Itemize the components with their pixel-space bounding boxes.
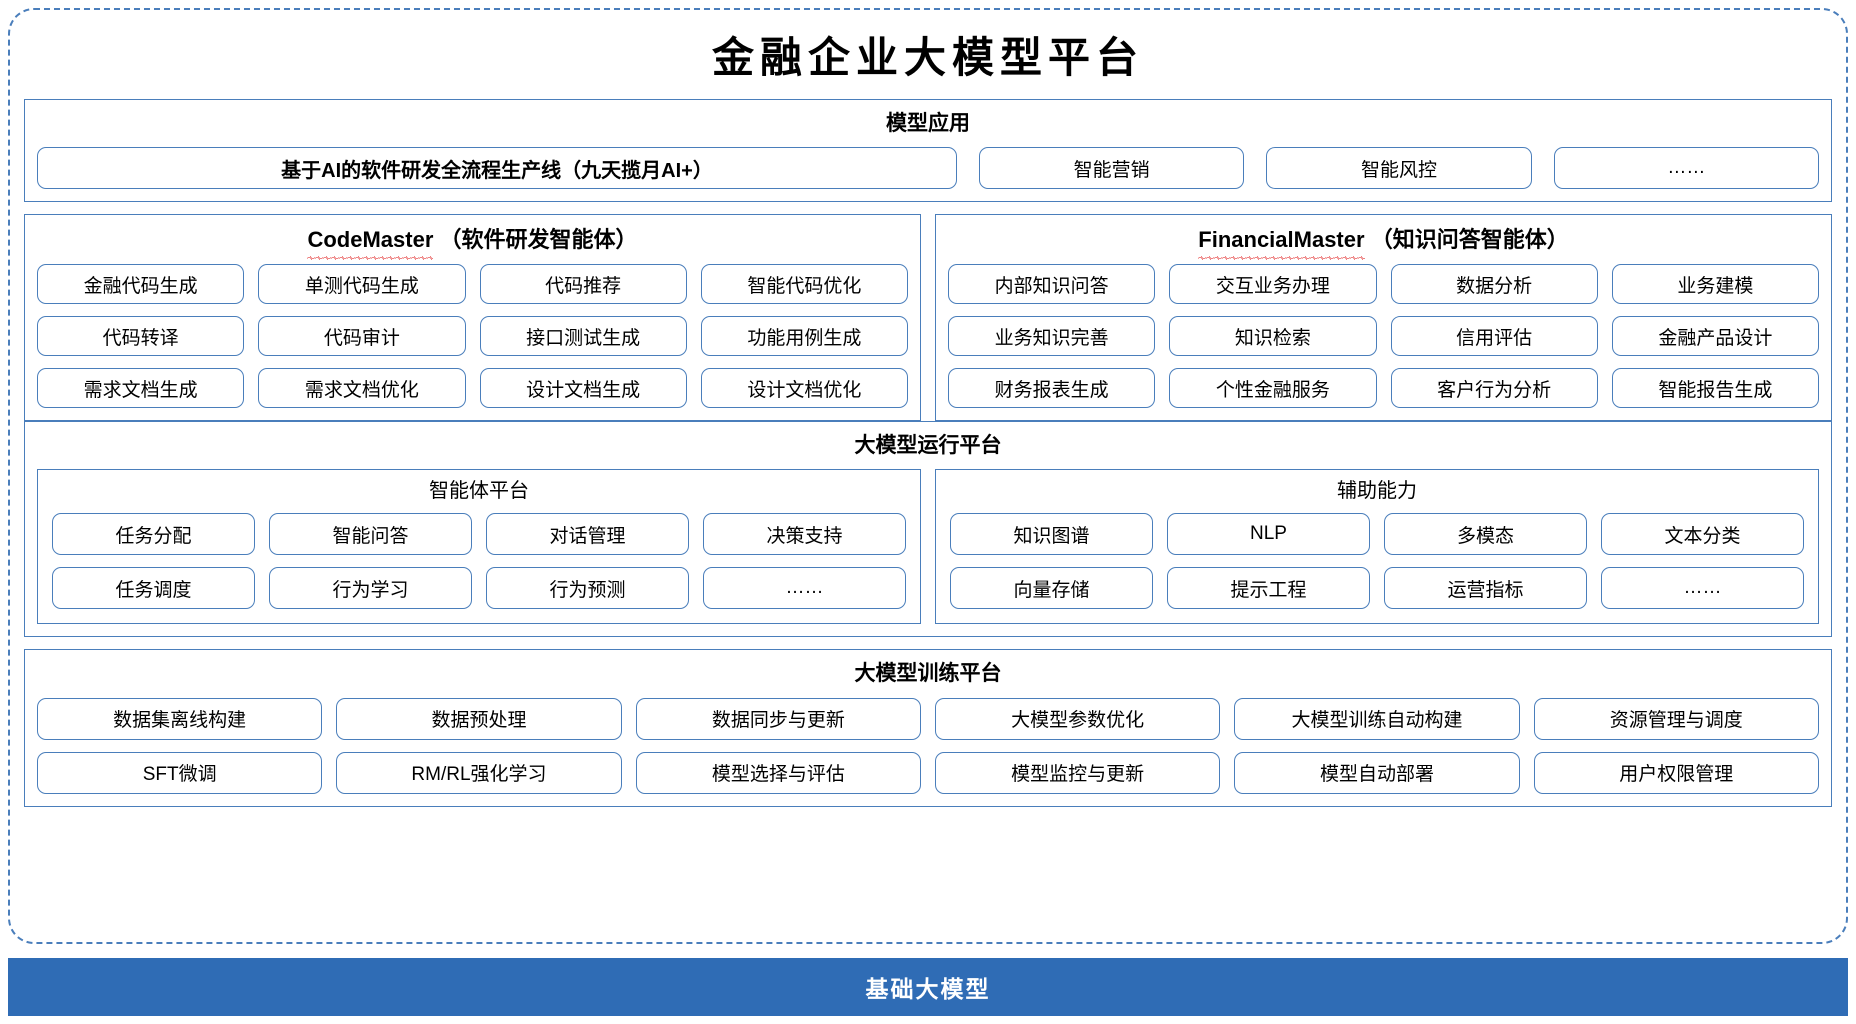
chip-cm-2-0[interactable]: 需求文档生成 <box>37 368 245 409</box>
chip-ap-0-1[interactable]: 智能问答 <box>269 513 472 556</box>
chip-ac-1-3[interactable]: …… <box>1601 567 1804 610</box>
chip-fm-1-3[interactable]: 金融产品设计 <box>1611 316 1819 357</box>
runtime-platform-title: 大模型运行平台 <box>854 434 1002 458</box>
chip-tp-1-5[interactable]: 用户权限管理 <box>1533 751 1819 794</box>
model-application-title: 模型应用 <box>886 112 970 135</box>
agent-name-cn-financialmaster: （知识问答智能体） <box>1370 227 1569 253</box>
chip-tp-1-0[interactable]: SFT微调 <box>37 751 323 794</box>
chip-ac-0-1[interactable]: NLP <box>1167 513 1370 556</box>
chip-tp-0-3[interactable]: 大模型参数优化 <box>934 697 1221 740</box>
agents-row: CodeMaster （软件研发智能体） 金融代码生成 单测代码生成 代码推荐 … <box>24 214 1832 422</box>
agent-title-financialmaster: FinancialMaster （知识问答智能体） <box>948 225 1819 260</box>
page-title: 金融企业大模型平台 <box>711 33 1144 82</box>
chip-ap-1-2[interactable]: 行为预测 <box>486 567 689 610</box>
agent-name-latin-codemaster: CodeMaster <box>307 225 433 260</box>
chip-fm-1-0[interactable]: 业务知识完善 <box>948 316 1156 357</box>
chip-tp-1-3[interactable]: 模型监控与更新 <box>934 751 1221 794</box>
subpanel-chip-row: 任务调度 行为学习 行为预测 …… <box>52 567 906 610</box>
chip-ac-0-0[interactable]: 知识图谱 <box>950 513 1153 556</box>
agent-chip-row: 业务知识完善 知识检索 信用评估 金融产品设计 <box>948 316 1819 357</box>
agent-name-latin-financialmaster: FinancialMaster <box>1198 225 1365 260</box>
base-model-band: 基础大模型 <box>8 958 1848 1016</box>
model-application-chip-1[interactable]: 智能风控 <box>1266 147 1532 190</box>
chip-ap-1-3[interactable]: …… <box>703 567 906 610</box>
chip-fm-2-2[interactable]: 客户行为分析 <box>1390 368 1598 409</box>
chip-fm-1-1[interactable]: 知识检索 <box>1169 316 1377 357</box>
chip-tp-0-5[interactable]: 资源管理与调度 <box>1533 697 1819 740</box>
chip-cm-2-1[interactable]: 需求文档优化 <box>258 368 466 409</box>
runtime-platform-split: 智能体平台 任务分配 智能问答 对话管理 决策支持 任务调度 行为学习 行为预测… <box>37 469 1819 625</box>
agent-panel-financialmaster: FinancialMaster （知识问答智能体） 内部知识问答 交互业务办理 … <box>935 214 1832 422</box>
chip-tp-0-1[interactable]: 数据预处理 <box>336 697 622 740</box>
model-application-panel: 模型应用 基于AI的软件研发全流程生产线（九天揽月AI+） 智能营销 智能风控 … <box>24 99 1832 203</box>
chip-cm-1-3[interactable]: 功能用例生成 <box>700 316 908 357</box>
training-platform-panel: 大模型训练平台 数据集离线构建 数据预处理 数据同步与更新 大模型参数优化 大模… <box>24 649 1832 807</box>
chip-fm-2-3[interactable]: 智能报告生成 <box>1611 368 1819 409</box>
chip-tp-1-2[interactable]: 模型选择与评估 <box>635 751 921 794</box>
outer-dashed-frame: 金融企业大模型平台 模型应用 基于AI的软件研发全流程生产线（九天揽月AI+） … <box>8 8 1848 944</box>
chip-cm-0-3[interactable]: 智能代码优化 <box>700 264 908 305</box>
chip-tp-1-1[interactable]: RM/RL强化学习 <box>336 751 622 794</box>
chip-cm-0-0[interactable]: 金融代码生成 <box>37 264 245 305</box>
chip-ap-0-2[interactable]: 对话管理 <box>486 513 689 556</box>
chip-cm-0-1[interactable]: 单测代码生成 <box>258 264 466 305</box>
chip-tp-0-4[interactable]: 大模型训练自动构建 <box>1234 697 1520 740</box>
chip-cm-0-2[interactable]: 代码推荐 <box>479 264 687 305</box>
chip-fm-1-2[interactable]: 信用评估 <box>1390 316 1598 357</box>
chip-fm-0-2[interactable]: 数据分析 <box>1390 264 1598 305</box>
agent-chip-row: 需求文档生成 需求文档优化 设计文档生成 设计文档优化 <box>37 368 908 409</box>
chip-tp-1-4[interactable]: 模型自动部署 <box>1234 751 1520 794</box>
agent-chip-row: 金融代码生成 单测代码生成 代码推荐 智能代码优化 <box>37 264 908 305</box>
model-application-items: 基于AI的软件研发全流程生产线（九天揽月AI+） 智能营销 智能风控 …… <box>37 147 1819 190</box>
training-chip-row: SFT微调 RM/RL强化学习 模型选择与评估 模型监控与更新 模型自动部署 用… <box>37 751 1819 794</box>
chip-ap-0-0[interactable]: 任务分配 <box>52 513 255 556</box>
chip-ac-0-3[interactable]: 文本分类 <box>1601 513 1804 556</box>
chip-ap-1-1[interactable]: 行为学习 <box>269 567 472 610</box>
base-model-label: 基础大模型 <box>865 976 991 1002</box>
training-chip-row: 数据集离线构建 数据预处理 数据同步与更新 大模型参数优化 大模型训练自动构建 … <box>37 697 1819 740</box>
agent-chip-row: 财务报表生成 个性金融服务 客户行为分析 智能报告生成 <box>948 368 1819 409</box>
chip-tp-0-2[interactable]: 数据同步与更新 <box>635 697 921 740</box>
agent-title-codemaster: CodeMaster （软件研发智能体） <box>37 225 908 260</box>
subpanel-agent-platform: 智能体平台 任务分配 智能问答 对话管理 决策支持 任务调度 行为学习 行为预测… <box>37 469 921 625</box>
chip-cm-2-2[interactable]: 设计文档生成 <box>479 368 687 409</box>
chip-fm-2-1[interactable]: 个性金融服务 <box>1169 368 1377 409</box>
chip-fm-2-0[interactable]: 财务报表生成 <box>948 368 1156 409</box>
chip-fm-0-1[interactable]: 交互业务办理 <box>1169 264 1377 305</box>
chip-ac-0-2[interactable]: 多模态 <box>1384 513 1587 556</box>
agent-chip-row: 代码转译 代码审计 接口测试生成 功能用例生成 <box>37 316 908 357</box>
model-application-primary-chip[interactable]: 基于AI的软件研发全流程生产线（九天揽月AI+） <box>37 147 957 190</box>
chip-cm-1-1[interactable]: 代码审计 <box>258 316 466 357</box>
chip-cm-1-2[interactable]: 接口测试生成 <box>479 316 687 357</box>
subpanel-auxiliary-capability: 辅助能力 知识图谱 NLP 多模态 文本分类 向量存储 提示工程 运营指标 …… <box>935 469 1819 625</box>
subpanel-agent-platform-title: 智能体平台 <box>429 480 529 503</box>
agent-panel-codemaster: CodeMaster （软件研发智能体） 金融代码生成 单测代码生成 代码推荐 … <box>24 214 921 422</box>
chip-cm-2-3[interactable]: 设计文档优化 <box>700 368 908 409</box>
chip-ap-1-0[interactable]: 任务调度 <box>52 567 255 610</box>
subpanel-auxiliary-capability-title: 辅助能力 <box>1337 480 1417 503</box>
model-application-chip-2[interactable]: …… <box>1553 147 1819 190</box>
chip-cm-1-0[interactable]: 代码转译 <box>37 316 245 357</box>
chip-fm-0-0[interactable]: 内部知识问答 <box>948 264 1156 305</box>
chip-ap-0-3[interactable]: 决策支持 <box>703 513 906 556</box>
agent-chip-row: 内部知识问答 交互业务办理 数据分析 业务建模 <box>948 264 1819 305</box>
chip-ac-1-1[interactable]: 提示工程 <box>1167 567 1370 610</box>
runtime-platform-panel: 大模型运行平台 智能体平台 任务分配 智能问答 对话管理 决策支持 任务调度 行… <box>24 421 1832 638</box>
training-platform-title: 大模型训练平台 <box>854 662 1002 686</box>
chip-ac-1-0[interactable]: 向量存储 <box>950 567 1153 610</box>
model-application-chip-0[interactable]: 智能营销 <box>979 147 1245 190</box>
subpanel-chip-row: 知识图谱 NLP 多模态 文本分类 <box>950 513 1804 556</box>
chip-tp-0-0[interactable]: 数据集离线构建 <box>37 697 323 740</box>
subpanel-chip-row: 任务分配 智能问答 对话管理 决策支持 <box>52 513 906 556</box>
chip-fm-0-3[interactable]: 业务建模 <box>1611 264 1819 305</box>
subpanel-chip-row: 向量存储 提示工程 运营指标 …… <box>950 567 1804 610</box>
agent-name-cn-codemaster: （软件研发智能体） <box>439 227 638 253</box>
chip-ac-1-2[interactable]: 运营指标 <box>1384 567 1587 610</box>
